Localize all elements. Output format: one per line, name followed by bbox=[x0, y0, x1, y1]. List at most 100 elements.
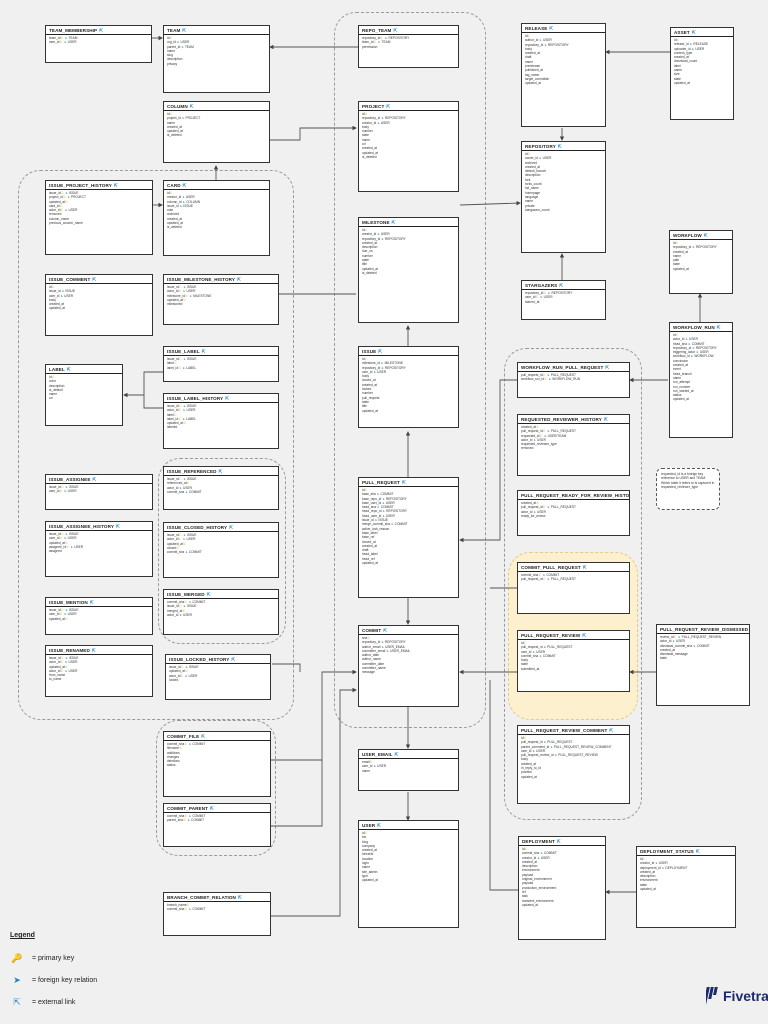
column-name: id bbox=[362, 112, 365, 116]
external-link-icon[interactable]: ⇱ bbox=[218, 469, 223, 474]
external-link-icon[interactable]: ⇱ bbox=[92, 277, 97, 282]
external-link-icon[interactable]: ⇱ bbox=[394, 752, 399, 757]
column-name: body bbox=[362, 124, 369, 129]
external-link-icon[interactable]: ⇱ bbox=[231, 657, 236, 662]
fk-arrow-icon: ➤ bbox=[661, 865, 665, 870]
column-name: card_id bbox=[49, 203, 60, 208]
external-link-icon[interactable]: ⇱ bbox=[92, 477, 97, 482]
table-title: PULL_REQUEST_REVIEW⇱ bbox=[518, 631, 629, 640]
external-link-icon[interactable]: ⇱ bbox=[401, 480, 406, 485]
external-link-icon[interactable]: ⇱ bbox=[206, 592, 211, 597]
table-column: referenced_at⚿ bbox=[167, 481, 278, 485]
external-link-icon[interactable]: ⇱ bbox=[116, 524, 120, 529]
external-link-icon[interactable]: ⇱ bbox=[201, 349, 206, 354]
table-name: USER bbox=[362, 823, 376, 828]
external-link-icon[interactable]: ⇱ bbox=[556, 839, 561, 844]
column-name: parent_sha bbox=[167, 818, 183, 823]
key-icon: ⚿ bbox=[523, 736, 526, 740]
external-link-icon[interactable]: ⇱ bbox=[549, 26, 554, 31]
column-list: created_at⚿pull_request_id⚿➤PULL_REQUEST… bbox=[518, 500, 629, 518]
external-link-icon[interactable]: ⇱ bbox=[91, 648, 96, 653]
column-name: private bbox=[525, 203, 535, 208]
table-column: is_deleted bbox=[362, 271, 458, 275]
external-link-icon[interactable]: ⇱ bbox=[603, 417, 608, 422]
table-column: commit_sha⚿➤COMMIT bbox=[167, 600, 278, 604]
external-link-icon[interactable]: ⇱ bbox=[182, 28, 187, 33]
external-link-icon[interactable]: ⇱ bbox=[609, 728, 614, 733]
column-name: user_id bbox=[49, 293, 60, 298]
external-link-icon[interactable]: ⇱ bbox=[559, 283, 564, 288]
referenced-table: ISSUE bbox=[183, 203, 193, 208]
external-link-icon[interactable]: ⇱ bbox=[89, 600, 94, 605]
table-column: actor_id⚿➤USER bbox=[167, 408, 278, 412]
table-name: WORKFLOW bbox=[673, 233, 702, 238]
table-column: updated_at⚿ bbox=[167, 421, 278, 425]
column-name: committer_name bbox=[362, 666, 386, 671]
external-link-icon[interactable]: ⇱ bbox=[703, 233, 708, 238]
external-link-icon[interactable]: ⇱ bbox=[383, 628, 388, 633]
external-link-icon[interactable]: ⇱ bbox=[582, 565, 587, 570]
external-link-icon[interactable]: ⇱ bbox=[393, 28, 398, 33]
referenced-table: PULL_REQUEST bbox=[550, 577, 576, 582]
table-column: head_user_id➤USER bbox=[362, 514, 458, 518]
referenced-table: USER bbox=[537, 509, 546, 514]
external-link-icon[interactable]: ⇱ bbox=[189, 104, 194, 109]
column-name: created_at bbox=[362, 240, 378, 245]
external-link-icon[interactable]: ⇱ bbox=[691, 30, 696, 35]
external-link-icon[interactable]: ⇱ bbox=[582, 633, 587, 638]
column-name: closed_at bbox=[362, 378, 376, 383]
referenced-table: USER bbox=[699, 350, 709, 355]
referenced-table: REPOSITORY bbox=[384, 116, 406, 121]
table-column: author_email➤USER_EMAIL bbox=[362, 645, 458, 649]
column-name: url bbox=[362, 142, 366, 147]
external-link-icon[interactable]: ⇱ bbox=[229, 525, 234, 530]
external-link-icon[interactable]: ⇱ bbox=[225, 396, 230, 401]
table-name: COMMIT bbox=[362, 628, 382, 633]
external-link-icon[interactable]: ⇱ bbox=[391, 220, 396, 225]
table-column: starred_at bbox=[525, 300, 605, 304]
column-name: label bbox=[167, 361, 174, 366]
external-link-icon[interactable]: ⇱ bbox=[378, 349, 383, 354]
table-column: run_attempt bbox=[673, 380, 732, 384]
table-column: commit_sha⚿➤COMMIT bbox=[167, 814, 270, 818]
external-link-icon[interactable]: ⇱ bbox=[113, 183, 118, 188]
column-name: assignee_id bbox=[49, 544, 67, 549]
fk-arrow-icon: ➤ bbox=[60, 293, 64, 298]
external-link-icon[interactable]: ⇱ bbox=[66, 367, 71, 372]
table-column: requested_reviewer_type bbox=[521, 442, 629, 446]
external-link-icon[interactable]: ⇱ bbox=[201, 734, 206, 739]
column-name: pull_request bbox=[362, 395, 380, 400]
table-column: commit_sha⚿➤COMMIT bbox=[167, 742, 270, 746]
table-column: pull_request_id⚿➤PULL_REQUEST bbox=[521, 505, 629, 509]
table-column: production_environment bbox=[522, 886, 605, 890]
brand-name: Fivetran bbox=[723, 988, 768, 1004]
column-name: description bbox=[362, 245, 378, 250]
external-link-icon[interactable]: ⇱ bbox=[99, 28, 104, 33]
column-name: pull_request_id bbox=[521, 373, 543, 377]
external-link-icon[interactable]: ⇱ bbox=[695, 849, 700, 854]
column-name: name bbox=[362, 768, 370, 773]
table-column: privacy bbox=[167, 62, 269, 66]
external-link-icon[interactable]: ⇱ bbox=[182, 183, 187, 188]
external-link-icon[interactable]: ⇱ bbox=[557, 144, 562, 149]
table-column: closed_at bbox=[362, 378, 458, 382]
fk-arrow-icon: ➤ bbox=[189, 293, 193, 298]
key-icon: ⚿ bbox=[369, 760, 373, 764]
table-name: ISSUE_REFERENCED bbox=[167, 469, 217, 474]
external-link-icon[interactable]: ⇱ bbox=[237, 895, 242, 900]
column-name: is_deleted bbox=[362, 270, 377, 275]
external-link-icon[interactable]: ⇱ bbox=[605, 365, 610, 370]
external-link-icon[interactable]: ⇱ bbox=[386, 104, 391, 109]
external-link-icon[interactable]: ⇱ bbox=[377, 823, 382, 828]
table-column: active_lock_reason bbox=[362, 527, 458, 531]
external-link-icon[interactable]: ⇱ bbox=[210, 806, 214, 811]
external-link-icon[interactable]: ⇱ bbox=[716, 325, 721, 330]
external-link-icon[interactable]: ⇱ bbox=[237, 277, 241, 282]
table-title: REQUESTED_REVIEWER_HISTORY⇱ bbox=[518, 415, 629, 424]
table-column: name bbox=[362, 138, 458, 142]
